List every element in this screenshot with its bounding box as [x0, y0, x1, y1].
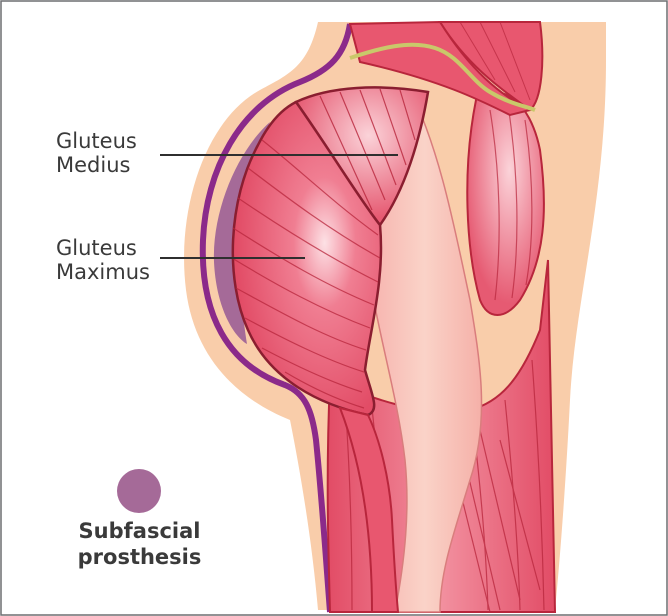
prosthesis-legend-line-2: prosthesis — [62, 544, 217, 570]
gluteus-medius-label: Gluteus Medius — [56, 129, 137, 177]
gluteus-maximus-label-line-2: Maximus — [56, 260, 150, 284]
prosthesis-legend-label: Subfascial prosthesis — [62, 518, 217, 570]
gluteus-maximus-label-line-1: Gluteus — [56, 236, 150, 260]
gluteus-medius-label-line-2: Medius — [56, 153, 137, 177]
prosthesis-legend-line-1: Subfascial — [62, 518, 217, 544]
prosthesis-legend-swatch — [117, 469, 161, 513]
gluteus-medius-label-line-1: Gluteus — [56, 129, 137, 153]
gluteus-maximus-label: Gluteus Maximus — [56, 236, 150, 284]
